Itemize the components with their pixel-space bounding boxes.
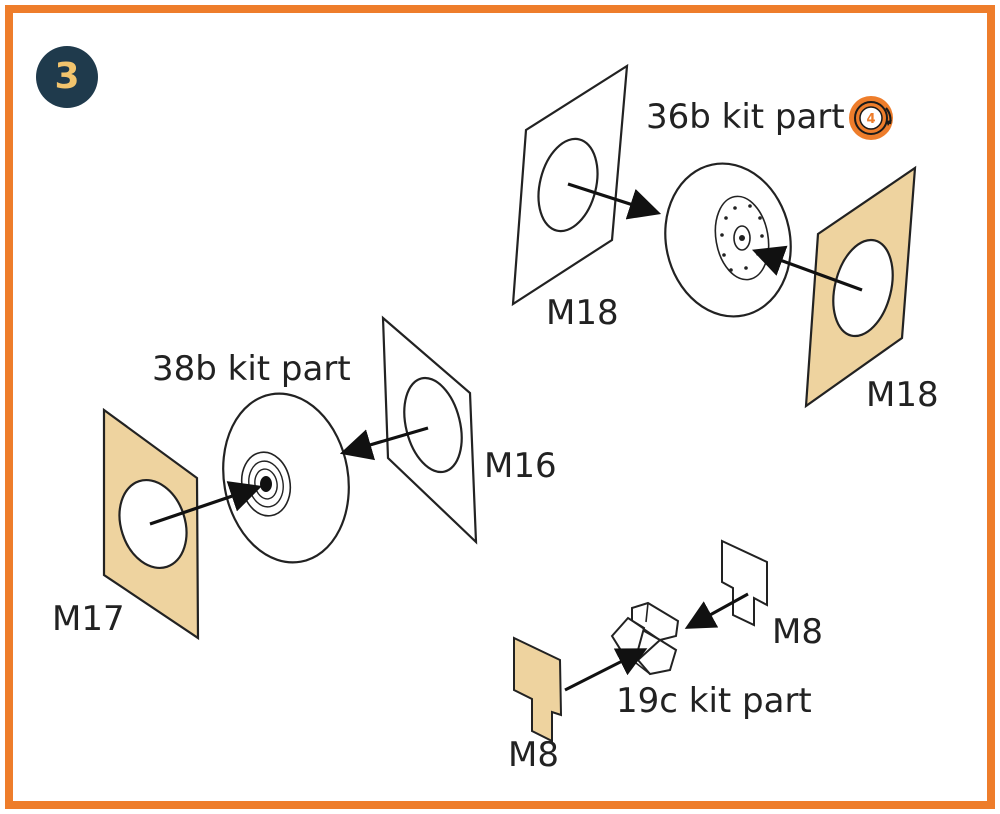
arrow-m18-tan-to-wheel-36b <box>751 245 863 292</box>
part-19c <box>610 601 680 676</box>
arrow-m18-to-wheel-36b <box>567 182 662 220</box>
m18-mask-tan <box>804 165 917 409</box>
label-36b-kit-part: 36b kit part <box>646 97 845 137</box>
reference-badge-text: 4 <box>866 112 875 127</box>
m8-mask-white <box>721 539 768 627</box>
m16-mask-white <box>381 315 478 545</box>
label-m8-right: M8 <box>772 612 823 652</box>
label-38b-kit-part: 38b kit part <box>152 349 351 389</box>
arrow-m8-to-part-19c-left <box>564 648 648 692</box>
panel-frame <box>5 5 995 809</box>
reference-badge-icon: 4 <box>849 96 893 140</box>
label-m18-lower: M18 <box>866 375 939 415</box>
wheel-36b <box>664 162 792 318</box>
arrow-m17-to-wheel-38b <box>149 481 263 526</box>
label-19c-kit-part: 19c kit part <box>616 681 812 721</box>
label-m18-upper: M18 <box>546 293 619 333</box>
arrow-m16-to-wheel-38b <box>339 426 429 461</box>
m8-mask-tan <box>513 636 563 743</box>
label-m16: M16 <box>484 446 557 486</box>
wheel-38b <box>222 392 350 564</box>
label-m17: M17 <box>52 599 125 639</box>
label-m8-left: M8 <box>508 735 559 775</box>
arrow-m8-to-part-19c-right <box>684 592 749 629</box>
step-number-badge: 3 <box>36 46 98 108</box>
